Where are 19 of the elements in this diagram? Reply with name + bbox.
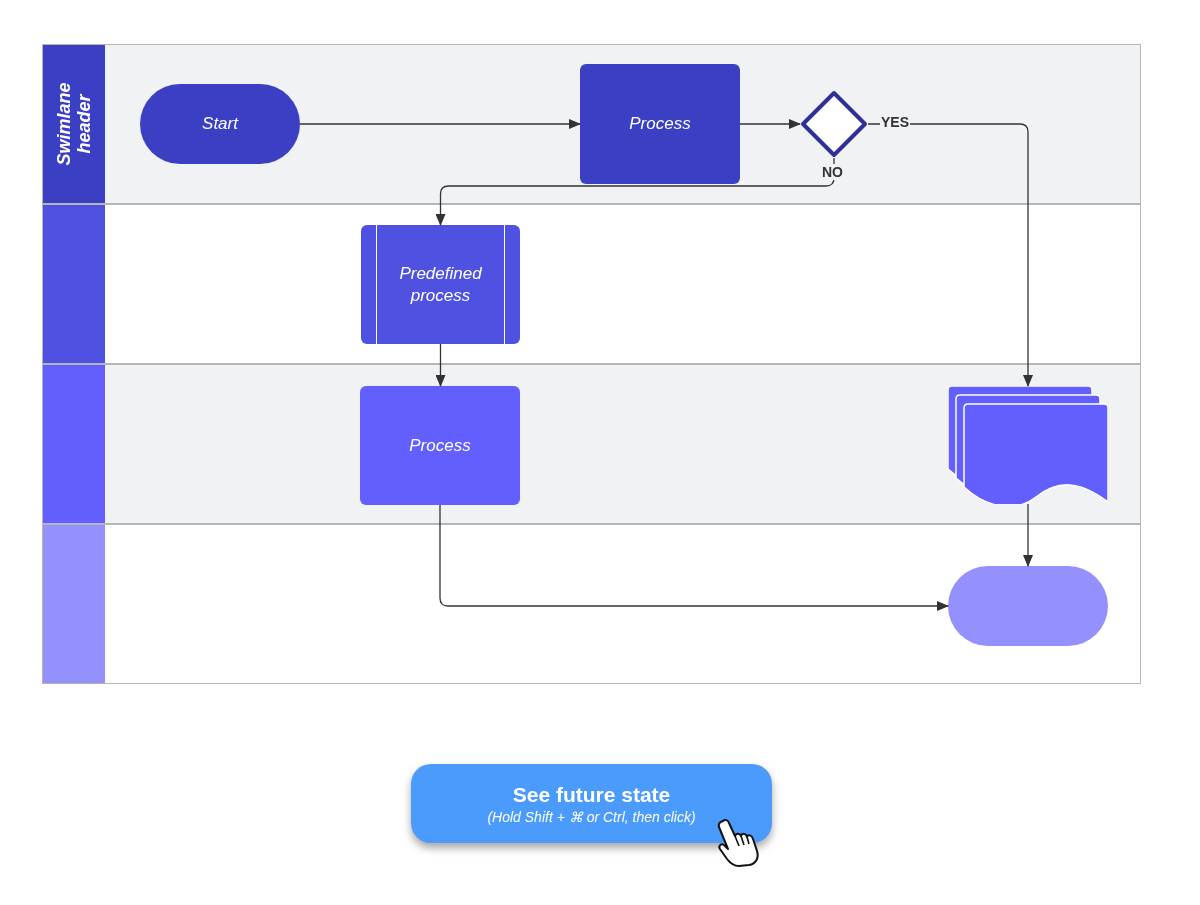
arrow bbox=[435, 157, 835, 226]
arrow bbox=[1023, 503, 1033, 567]
arrow bbox=[299, 119, 581, 129]
swimlane bbox=[42, 364, 1141, 524]
predefined-process-box: Predefined process bbox=[361, 225, 520, 344]
process-box: Process bbox=[580, 64, 740, 184]
arrow bbox=[739, 119, 801, 129]
edge-label: NO bbox=[821, 164, 844, 180]
edge-label: YES bbox=[880, 114, 910, 130]
lane-header: Swimlane header bbox=[43, 45, 105, 203]
swimlane bbox=[42, 524, 1141, 684]
action-button: See future state (Hold Shift + ⌘ or Ctrl, then click) bbox=[411, 764, 772, 843]
start-terminal: Start bbox=[140, 84, 300, 164]
process-box: Process bbox=[360, 386, 520, 505]
arrow bbox=[439, 504, 949, 611]
swimlane bbox=[42, 204, 1141, 364]
arrow bbox=[867, 123, 1033, 387]
arrow bbox=[435, 343, 446, 387]
swimlane bbox=[42, 44, 1141, 204]
